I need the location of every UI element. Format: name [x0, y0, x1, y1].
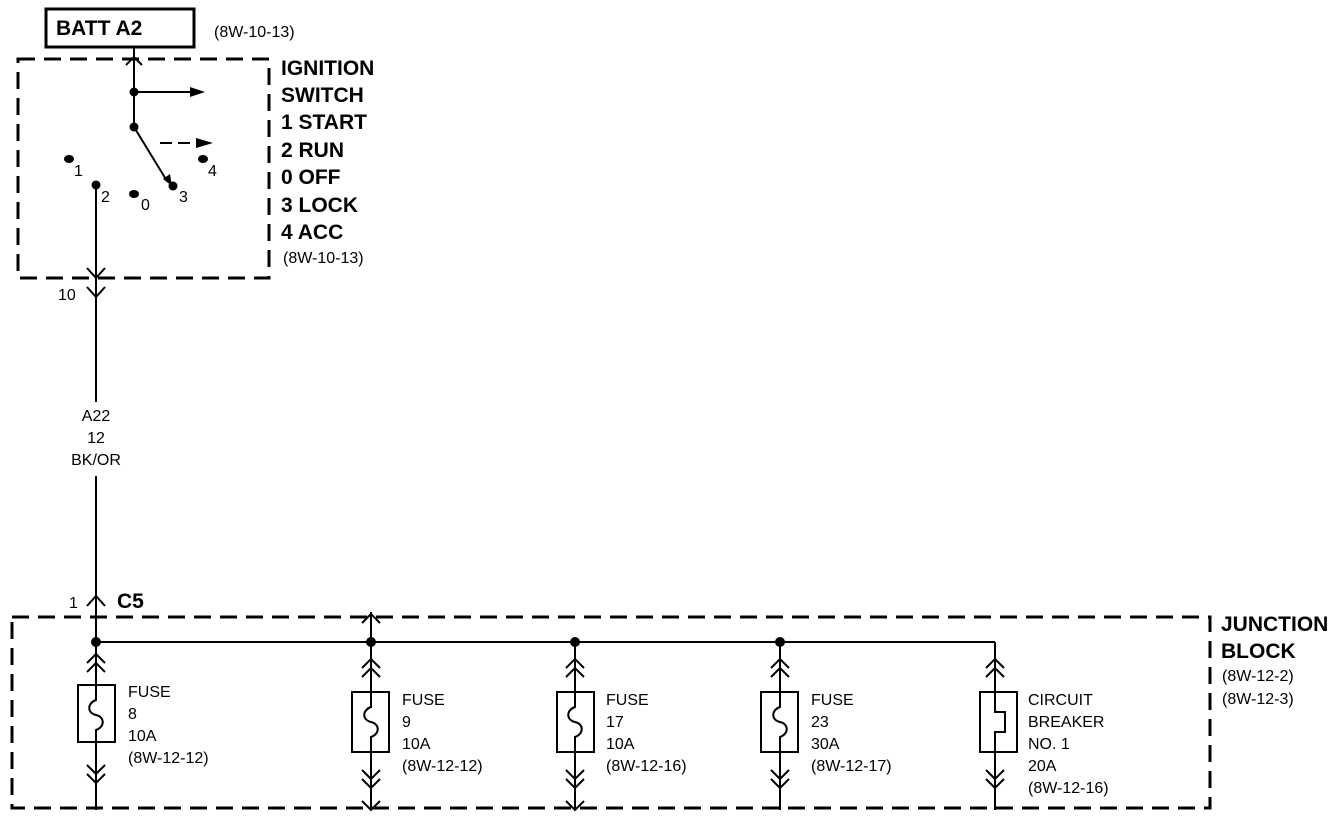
ignition-ref: (8W-10-13)	[283, 250, 364, 267]
fuse-17-line-4: (8W-12-16)	[606, 758, 687, 775]
fuse-23-line-2: 23	[811, 714, 829, 731]
fuse-9-line-1: FUSE	[402, 692, 445, 709]
fuse-9	[351, 612, 390, 812]
junction-block-box	[10, 615, 1212, 810]
fuse-8-line-4: (8W-12-12)	[128, 750, 209, 767]
fuse-8-line-3: 10A	[128, 728, 157, 745]
connector-name: C5	[117, 590, 144, 613]
breaker-line-4: 20A	[1028, 758, 1057, 775]
fuse-9-line-3: 10A	[402, 736, 431, 753]
junction-ref-2: (8W-12-3)	[1222, 691, 1294, 708]
fuse-9-line-2: 9	[402, 714, 411, 731]
battery-ref: (8W-10-13)	[214, 24, 295, 41]
fuse-17-line-1: FUSE	[606, 692, 649, 709]
breaker-line-1: CIRCUIT	[1028, 692, 1093, 709]
fuse-17	[556, 642, 595, 812]
ignition-switch-mechanism	[64, 47, 213, 198]
fuse-8-line-1: FUSE	[128, 684, 171, 701]
circuit-breaker-1	[979, 642, 1018, 810]
terminal-0-label: 0	[141, 197, 150, 214]
fuse-8	[77, 642, 116, 810]
breaker-line-2: BREAKER	[1028, 714, 1104, 731]
wire-gauge: 12	[87, 430, 105, 447]
fuse-17-line-3: 10A	[606, 736, 635, 753]
breaker-line-3: NO. 1	[1028, 736, 1070, 753]
terminal-3-label: 3	[179, 189, 188, 206]
switch-output-pin: 10	[58, 287, 76, 304]
connector-pin: 1	[69, 595, 78, 612]
junction-title-2: BLOCK	[1221, 640, 1296, 663]
terminal-2-label: 2	[101, 189, 110, 206]
fuse-23-line-3: 30A	[811, 736, 840, 753]
fuse-17-line-2: 17	[606, 714, 624, 731]
ignition-position-2: 2 RUN	[281, 139, 344, 162]
ignition-position-5: 4 ACC	[281, 221, 343, 244]
ignition-position-1: 1 START	[281, 111, 367, 134]
fuse-23-line-4: (8W-12-17)	[811, 758, 892, 775]
battery-label: BATT A2	[56, 17, 142, 40]
fuse-23-line-1: FUSE	[811, 692, 854, 709]
fuse-8-line-2: 8	[128, 706, 137, 723]
bus-bar	[91, 637, 995, 647]
ignition-position-3: 0 OFF	[281, 166, 341, 189]
ignition-title-1: IGNITION	[281, 57, 374, 80]
ignition-position-4: 3 LOCK	[281, 194, 358, 217]
wire-color: BK/OR	[71, 452, 121, 469]
wire-circuit: A22	[82, 408, 111, 425]
junction-title-1: JUNCTION	[1221, 613, 1328, 636]
terminal-4-label: 4	[208, 163, 217, 180]
fuse-9-line-4: (8W-12-12)	[402, 758, 483, 775]
battery-box	[44, 7, 196, 49]
wire-a22	[86, 185, 106, 642]
breaker-line-5: (8W-12-16)	[1028, 780, 1109, 797]
terminal-1-label: 1	[74, 163, 83, 180]
junction-ref-1: (8W-12-2)	[1222, 668, 1294, 685]
fuse-23	[760, 642, 799, 810]
ignition-title-2: SWITCH	[281, 84, 364, 107]
